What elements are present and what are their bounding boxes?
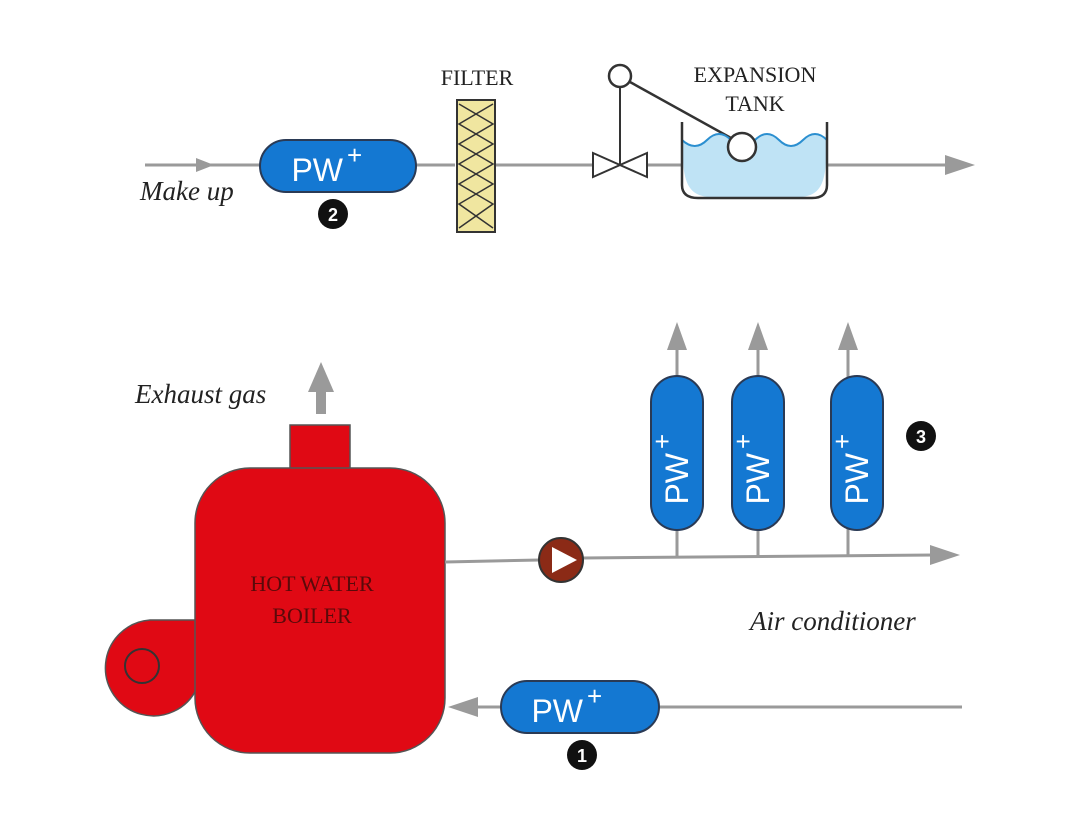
air-conditioner-label: Air conditioner <box>748 606 916 636</box>
marker-3-label: 3 <box>916 427 926 447</box>
pw-unit-2-label: PW <box>291 152 343 188</box>
pw-unit-3a-label: PW <box>659 452 695 504</box>
filter-label: FILTER <box>441 65 514 90</box>
filter <box>456 99 496 233</box>
pw-unit-3a: PW + <box>647 375 704 531</box>
float-valve <box>592 63 741 179</box>
supply-line <box>444 545 960 565</box>
pw-unit-3c-plus: + <box>827 434 857 449</box>
make-up-label: Make up <box>139 176 234 206</box>
marker-2: 2 <box>318 199 348 229</box>
pw-unit-2-plus: + <box>347 140 362 170</box>
make-up-line <box>145 155 975 175</box>
expansion-tank-label-2: TANK <box>725 91 784 116</box>
circulation-pump <box>538 537 584 583</box>
pw-unit-3c-label: PW <box>839 452 875 504</box>
marker-2-label: 2 <box>328 205 338 225</box>
pw-unit-3b: PW + <box>728 375 785 531</box>
expansion-tank <box>680 122 829 200</box>
branch-lines <box>667 322 858 556</box>
pw-unit-3a-plus: + <box>647 434 677 449</box>
hot-water-boiler <box>104 424 446 754</box>
exhaust-gas-label: Exhaust gas <box>134 379 266 409</box>
marker-1-label: 1 <box>577 746 587 766</box>
return-line <box>448 697 962 717</box>
expansion-tank-label-1: EXPANSION <box>694 62 817 87</box>
pw-unit-3b-label: PW <box>740 452 776 504</box>
marker-3: 3 <box>906 421 936 451</box>
pw-unit-1-label: PW <box>531 693 583 729</box>
pw-unit-1: PW + <box>500 680 660 734</box>
pw-unit-3b-plus: + <box>728 434 758 449</box>
exhaust-arrow <box>308 362 334 414</box>
boiler-label-1: HOT WATER <box>250 571 374 596</box>
marker-1: 1 <box>567 740 597 770</box>
pw-unit-3c: PW + <box>827 375 884 531</box>
pw-unit-1-plus: + <box>587 681 602 711</box>
pw-unit-2: PW + <box>259 139 417 193</box>
boiler-label-2: BOILER <box>272 603 352 628</box>
